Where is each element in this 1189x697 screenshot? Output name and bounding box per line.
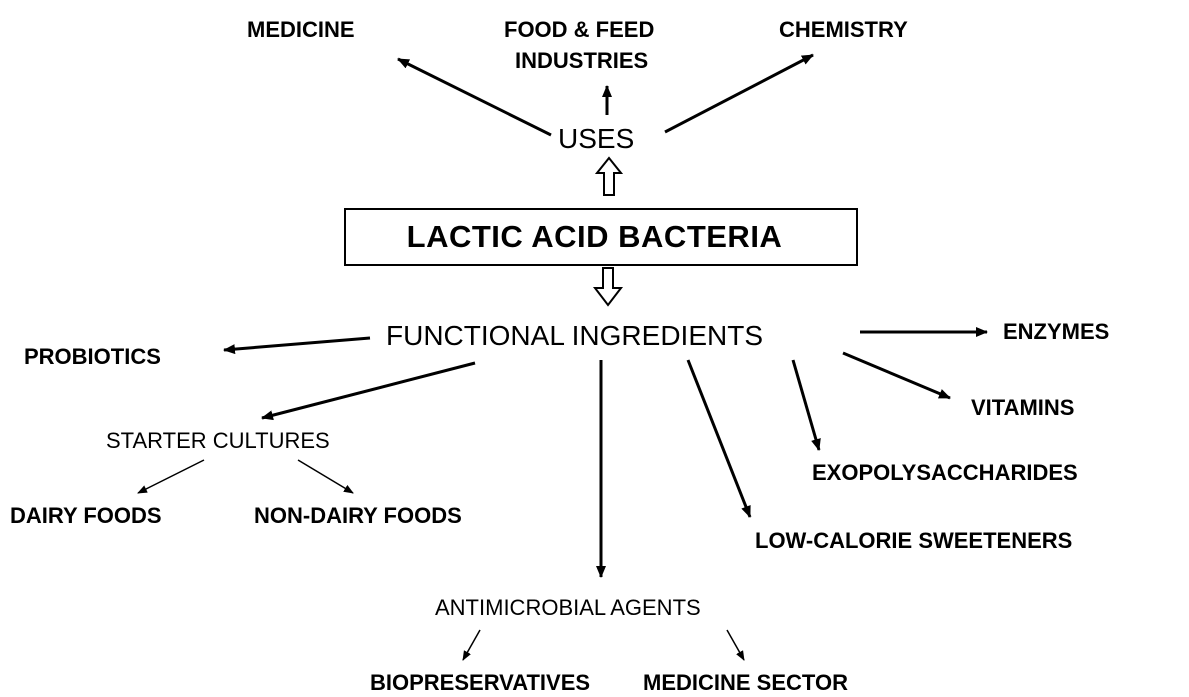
arrow-functional-probiotics bbox=[223, 336, 371, 355]
central-box bbox=[344, 208, 858, 266]
hollow-down-arrow bbox=[592, 267, 624, 307]
chemistry-label: CHEMISTRY bbox=[779, 17, 908, 42]
arrow-antimicrobial-biopreservatives bbox=[462, 629, 481, 661]
antimicrobial-agents-label: ANTIMICROBIAL AGENTS bbox=[435, 595, 701, 620]
food-feed-label-line2: INDUSTRIES bbox=[515, 48, 649, 73]
vitamins-label: VITAMINS bbox=[971, 395, 1075, 420]
arrow-functional-starter bbox=[261, 361, 476, 421]
dairy-foods-label: DAIRY FOODS bbox=[10, 503, 162, 528]
arrow-antimicrobial-medicine-sector bbox=[726, 629, 745, 661]
medicine-label: MEDICINE bbox=[247, 17, 355, 42]
biopreservatives-label: BIOPRESERVATIVES bbox=[370, 670, 591, 695]
medicine-sector-label: MEDICINE SECTOR bbox=[643, 670, 848, 695]
arrow-uses-chemistry bbox=[664, 53, 814, 134]
probiotics-label: PROBIOTICS bbox=[24, 344, 161, 369]
hollow-up-arrow bbox=[594, 156, 624, 196]
food-feed-label-line1: FOOD & FEED bbox=[504, 17, 655, 42]
arrow-functional-exopolysaccharides bbox=[791, 359, 821, 451]
enzymes-label: ENZYMES bbox=[1003, 319, 1110, 344]
arrow-functional-low-calorie bbox=[686, 359, 752, 518]
uses-label: USES bbox=[558, 123, 635, 154]
functional-ingredients-label: FUNCTIONAL INGREDIENTS bbox=[386, 320, 763, 351]
arrow-starter-non-dairy bbox=[297, 459, 354, 494]
arrow-starter-dairy bbox=[137, 459, 205, 494]
non-dairy-foods-label: NON-DAIRY FOODS bbox=[254, 503, 462, 528]
starter-cultures-label: STARTER CULTURES bbox=[106, 428, 330, 453]
exopolysaccharides-label: EXOPOLYSACCHARIDES bbox=[812, 460, 1078, 485]
arrow-functional-vitamins bbox=[842, 351, 951, 400]
arrow-uses-medicine bbox=[397, 57, 552, 137]
central-title: LACTIC ACID BACTERIA bbox=[406, 219, 783, 254]
low-calorie-sweeteners-label: LOW-CALORIE SWEETENERS bbox=[755, 528, 1073, 553]
